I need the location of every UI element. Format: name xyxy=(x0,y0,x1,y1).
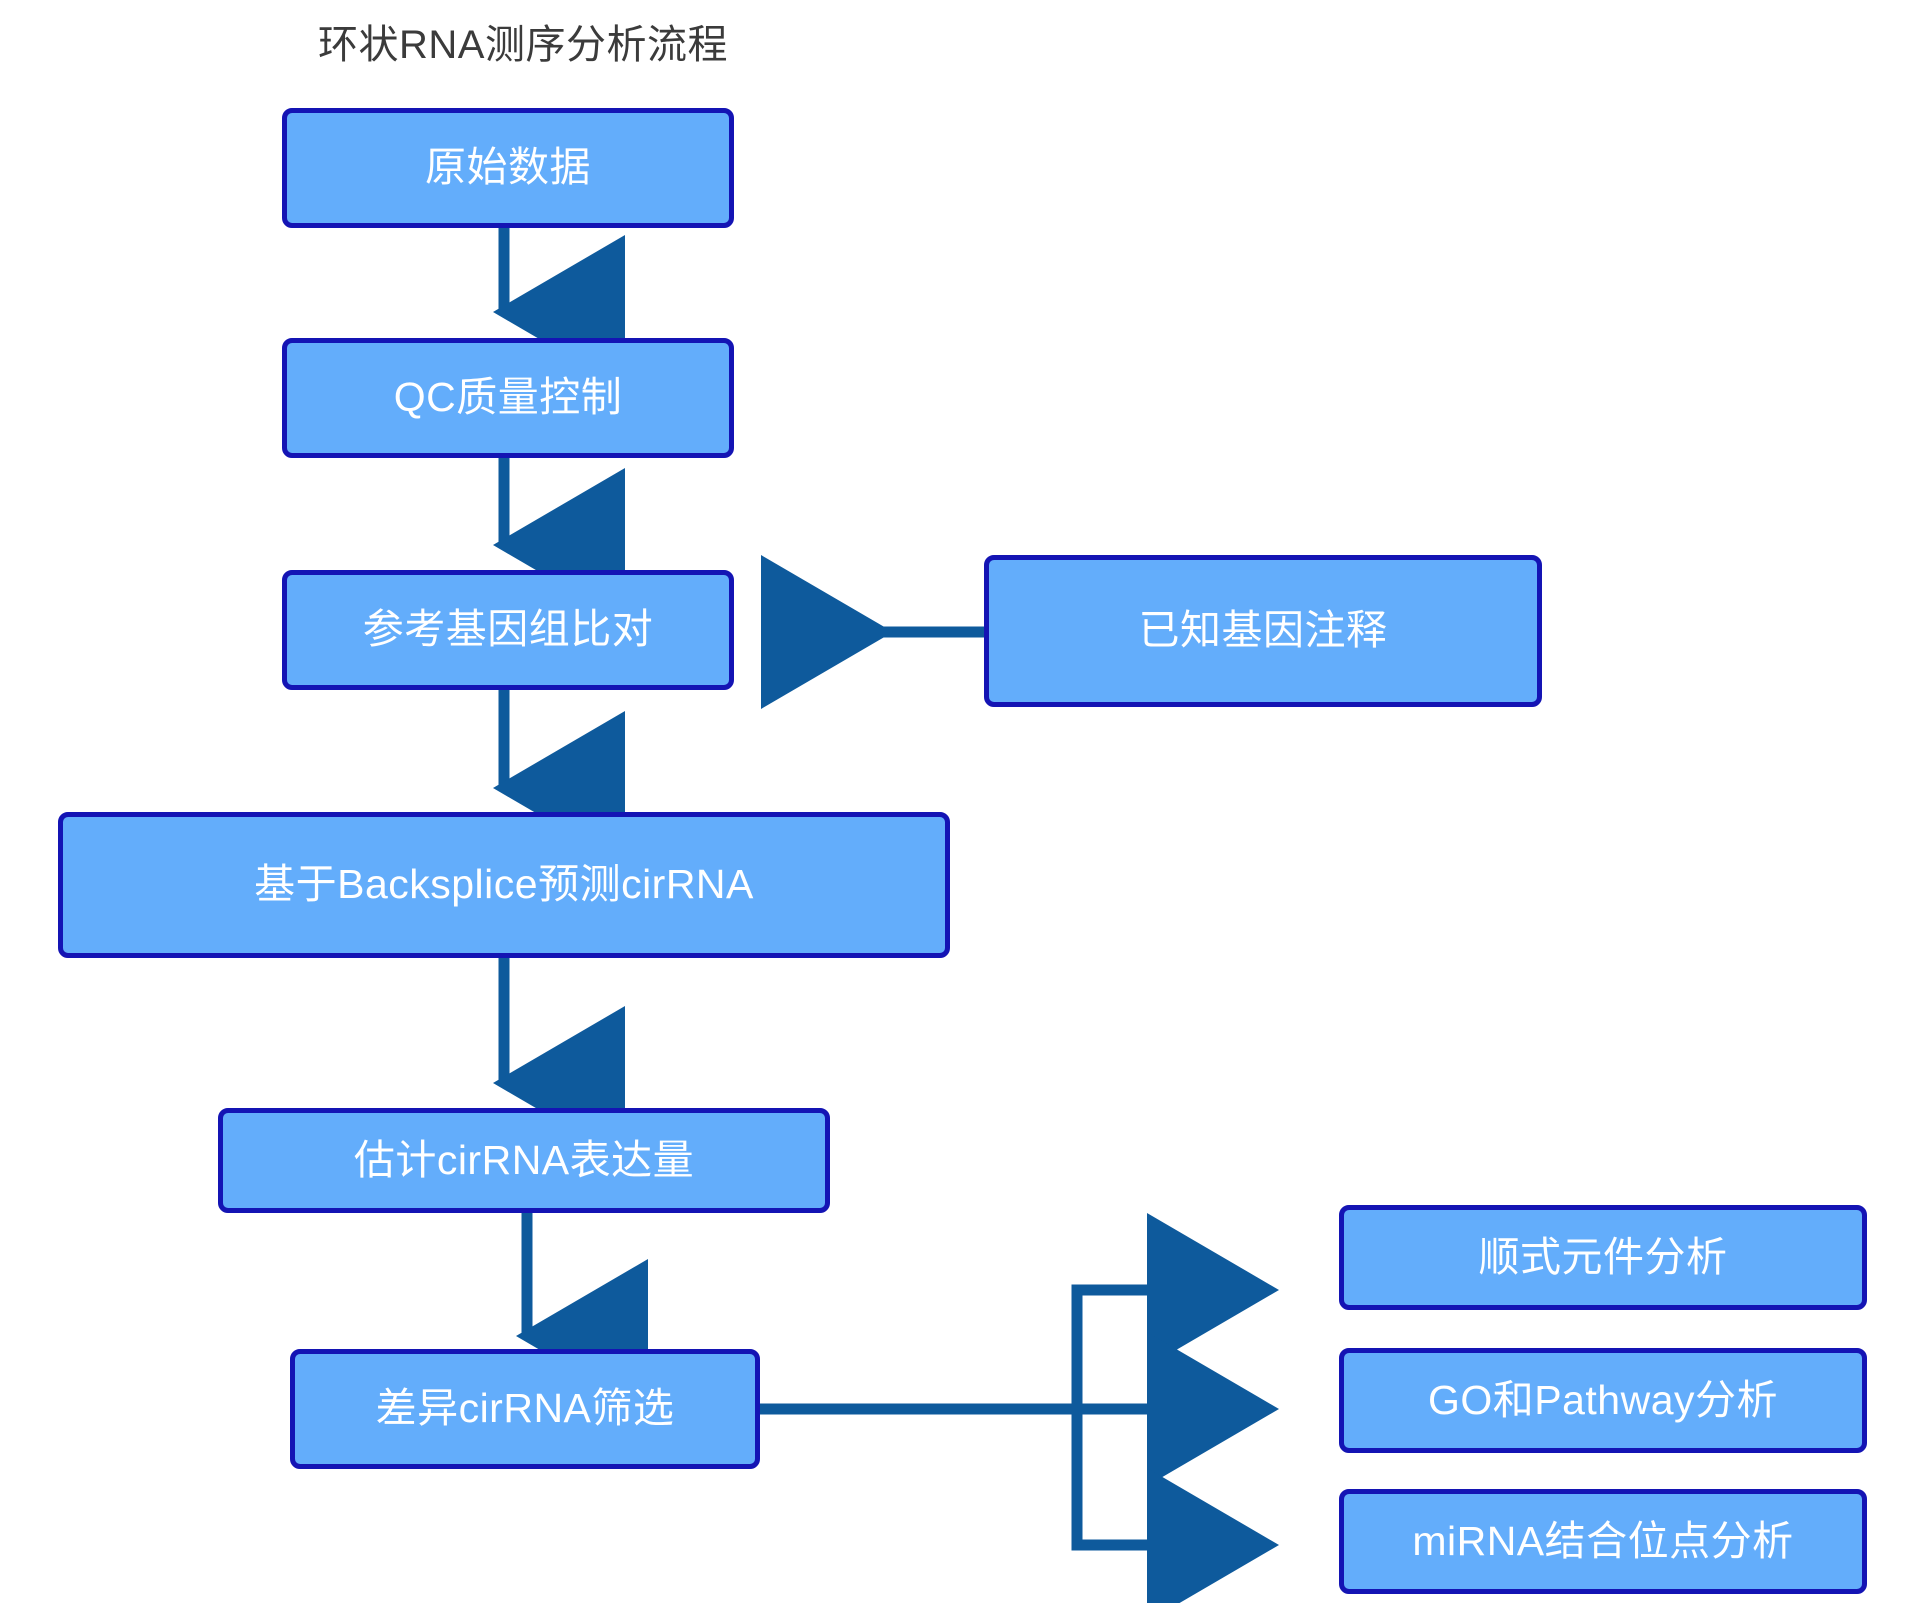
node-label: GO和Pathway分析 xyxy=(1427,1376,1779,1423)
edge-deg-to-cis-element xyxy=(760,1213,1279,1415)
node-label: 顺式元件分析 xyxy=(1478,1233,1728,1280)
node-mirna-binding-site-analysis[interactable]: miRNA结合位点分析 xyxy=(1339,1489,1867,1594)
node-label: 估计cirRNA表达量 xyxy=(353,1136,695,1183)
node-label: 参考基因组比对 xyxy=(362,606,654,653)
node-cis-element-analysis[interactable]: 顺式元件分析 xyxy=(1339,1205,1867,1310)
node-go-pathway-analysis[interactable]: GO和Pathway分析 xyxy=(1339,1348,1867,1453)
node-quantify-expression[interactable]: 估计cirRNA表达量 xyxy=(218,1108,830,1213)
node-raw-data[interactable]: 原始数据 xyxy=(282,108,734,228)
node-qc[interactable]: QC质量控制 xyxy=(282,338,734,458)
node-label: QC质量控制 xyxy=(393,374,623,421)
node-backsplice-prediction[interactable]: 基于Backsplice预测cirRNA xyxy=(58,812,950,958)
node-label: miRNA结合位点分析 xyxy=(1412,1517,1794,1564)
page-title: 环状RNA测序分析流程 xyxy=(318,23,728,67)
node-reference-alignment[interactable]: 参考基因组比对 xyxy=(282,570,734,690)
node-differential-screening[interactable]: 差异cirRNA筛选 xyxy=(290,1349,760,1469)
edge-deg-to-mirna-site xyxy=(1071,1409,1279,1603)
node-label: 差异cirRNA筛选 xyxy=(375,1385,675,1432)
node-known-gene-annotation[interactable]: 已知基因注释 xyxy=(984,555,1542,707)
node-label: 原始数据 xyxy=(425,144,591,191)
node-label: 已知基因注释 xyxy=(1138,607,1388,654)
node-label: 基于Backsplice预测cirRNA xyxy=(254,861,754,908)
